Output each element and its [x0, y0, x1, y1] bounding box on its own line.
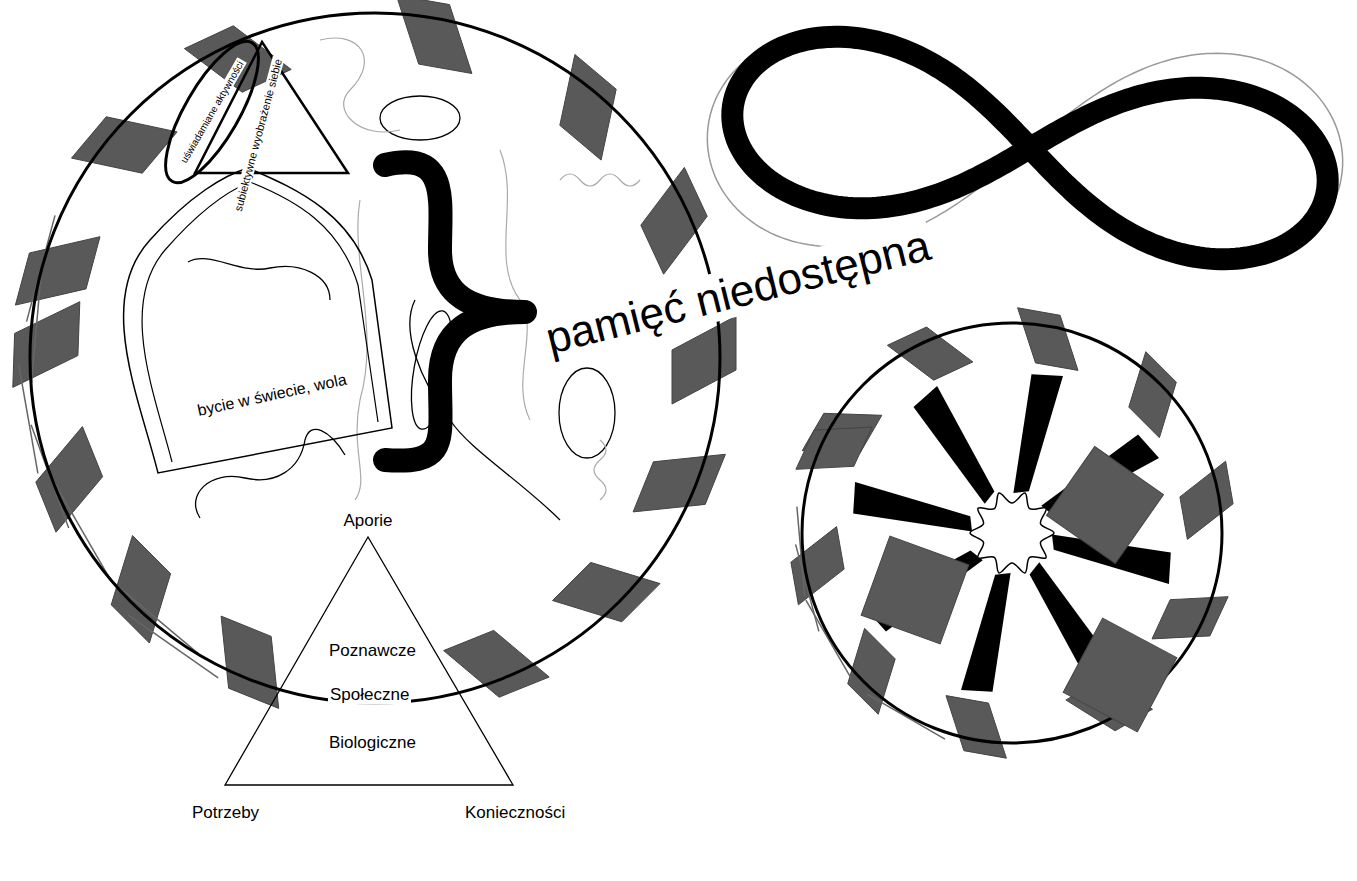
ring-parallelogram [791, 527, 844, 605]
small-ring-shapes [791, 308, 1233, 758]
ring-parallelogram [560, 55, 616, 161]
grey-square [1063, 618, 1177, 732]
figure-line [188, 259, 330, 300]
ring-stroke [867, 694, 945, 739]
star-blade [913, 386, 994, 504]
ring-stroke [53, 480, 108, 575]
node-outline [170, 500, 600, 835]
ring-parallelogram [1180, 461, 1233, 539]
ring-parallelogram [72, 117, 178, 173]
node-text: Biologiczne [327, 734, 418, 753]
node-text: bycie w świecie, wola [194, 370, 350, 420]
grey-square [861, 536, 969, 644]
ring-parallelogram [1152, 597, 1228, 639]
ring-parallelogram [15, 237, 100, 305]
figure-ellipse [380, 96, 460, 140]
ring-parallelogram [796, 427, 872, 469]
infinity-symbol [707, 33, 1342, 267]
figure-ellipse [559, 368, 615, 458]
node-text: Potrzeby [190, 804, 261, 823]
ring-stroke [114, 583, 198, 654]
ring-parallelogram [946, 696, 1006, 759]
outer-ring-shapes [13, 0, 736, 708]
aporia-triangle: AporiePoznawczeSpołeczneBiologicznePotrz… [170, 500, 600, 835]
star-blade [1013, 374, 1063, 493]
faint-line [594, 440, 606, 500]
grey-square [1047, 447, 1164, 564]
ring-parallelogram [13, 302, 80, 388]
bracket-label: pamięć niedostępna [539, 220, 937, 363]
infinity-shadow [707, 33, 1342, 267]
star-blade [961, 573, 1011, 692]
ring-stroke [806, 600, 851, 678]
ring-stroke [796, 544, 819, 631]
node-text: Społeczne [328, 686, 411, 705]
ring-parallelogram [633, 454, 725, 512]
outline-shape [225, 537, 513, 785]
small-circle [802, 323, 1222, 743]
node-text: Konieczności [463, 804, 567, 823]
outline-shape [225, 537, 513, 785]
star-center [970, 493, 1054, 573]
ring-stroke [128, 615, 218, 678]
figure-line [196, 429, 345, 518]
node-text: Aporie [341, 512, 394, 531]
star-figure [853, 374, 1177, 732]
outline-shape [124, 168, 392, 473]
node-text: subiektywne wyobrażenie siebie [231, 56, 284, 215]
star-blade [853, 482, 972, 532]
faint-line [560, 174, 640, 186]
faint-line [500, 150, 530, 420]
outline-shape [124, 168, 392, 473]
infinity-line [732, 37, 1327, 259]
ring-parallelogram [396, 0, 472, 74]
node-text: Poznawcze [327, 642, 418, 661]
ring-parallelogram [1018, 308, 1078, 371]
memory-brace [385, 162, 525, 460]
outline-shape [142, 182, 378, 462]
faint-line [320, 38, 400, 132]
mind-circle [30, 13, 720, 703]
ring-parallelogram [221, 616, 279, 708]
node-text: uświadamiane aktywności [177, 57, 246, 166]
